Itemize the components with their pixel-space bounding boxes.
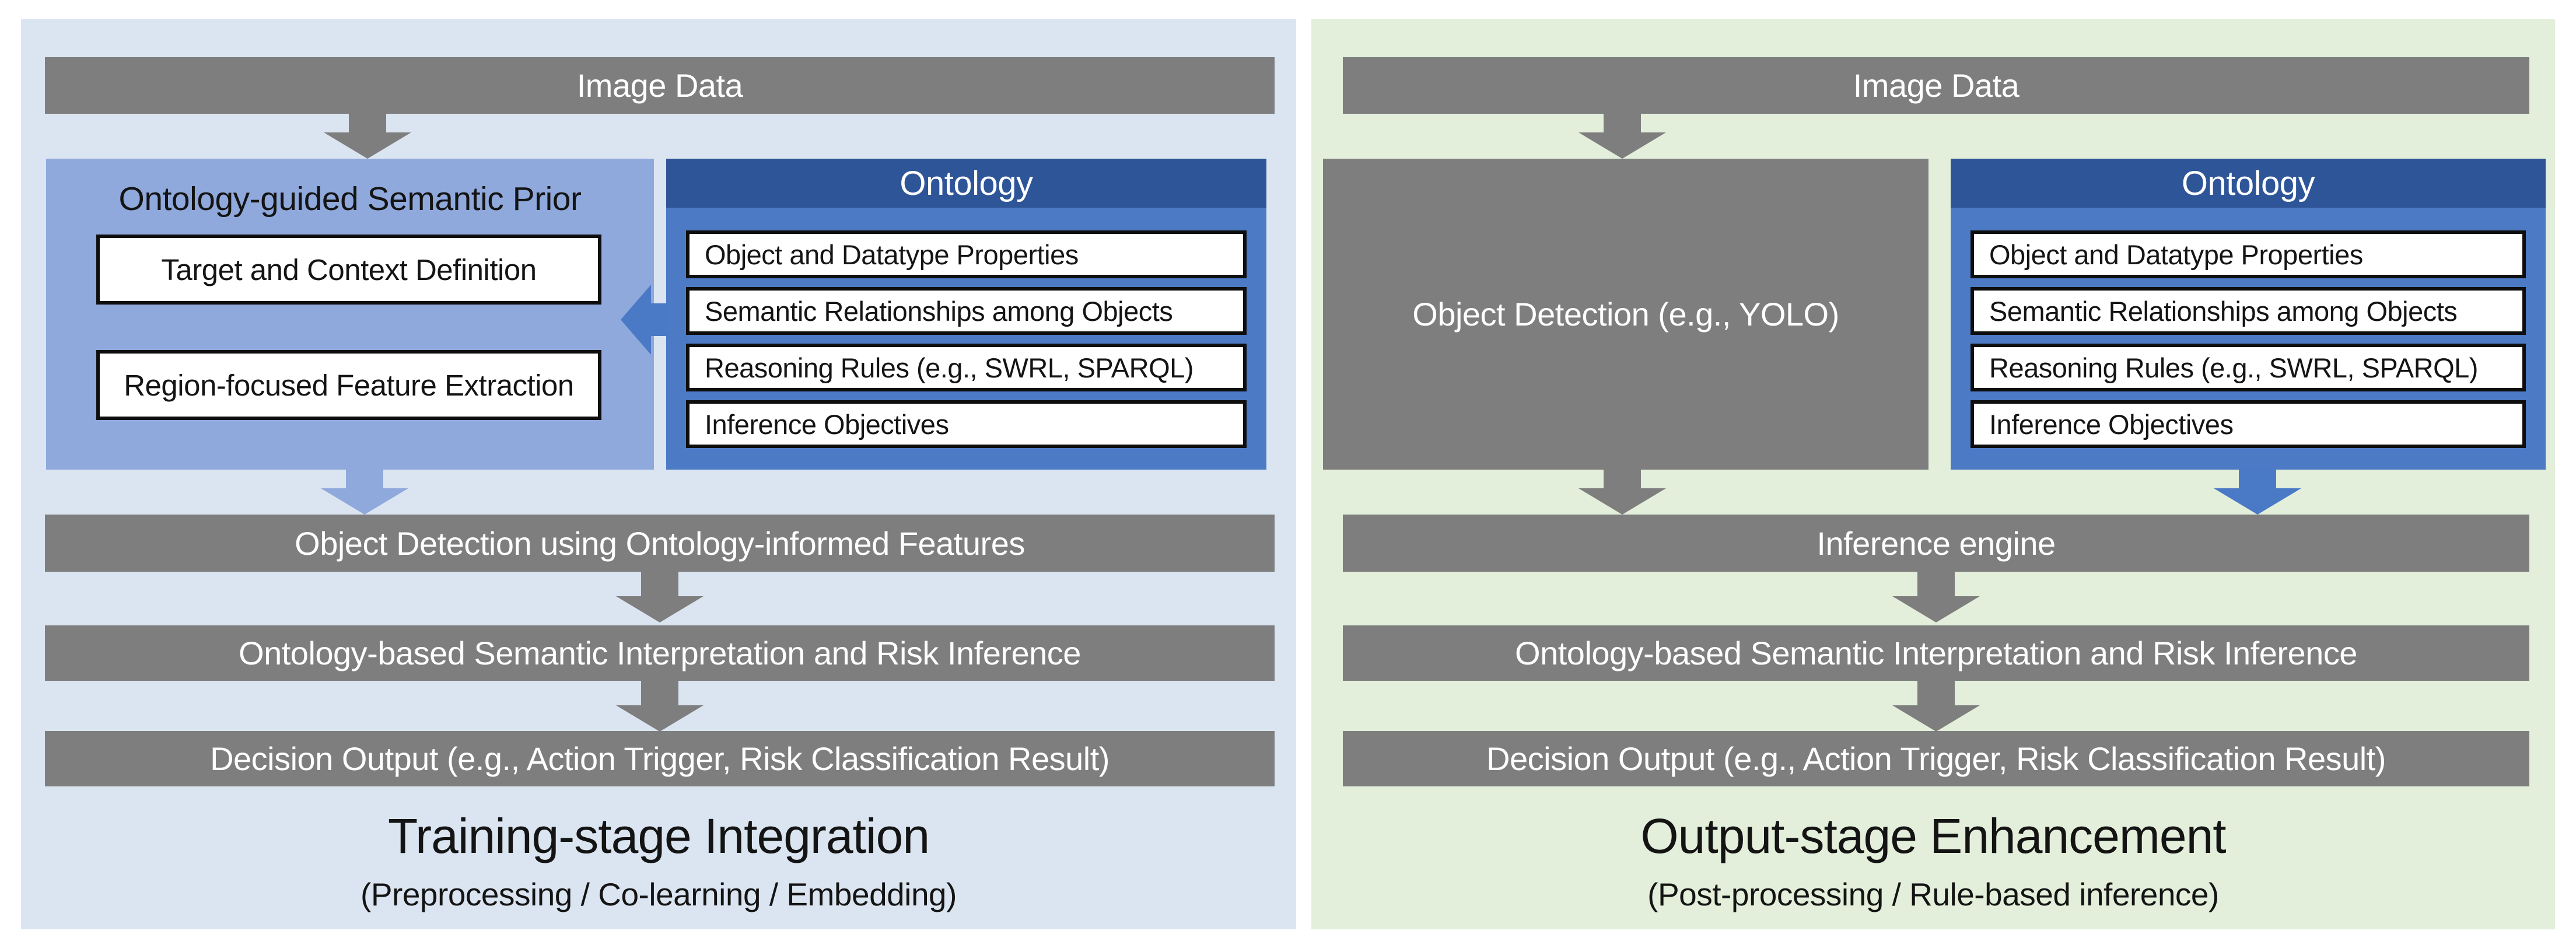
arrow-head xyxy=(321,488,408,515)
arrow-down-icon xyxy=(1892,681,1980,732)
ontology-item-objectives: Inference Objectives xyxy=(1971,400,2526,448)
arrow-shaft xyxy=(651,303,668,336)
image-data-bar: Image Data xyxy=(45,57,1275,114)
inference-engine-bar: Inference engine xyxy=(1343,515,2529,572)
decision-output-bar: Decision Output (e.g., Action Trigger, R… xyxy=(1343,731,2529,786)
ontology-item-relationships: Semantic Relationships among Objects xyxy=(1971,287,2526,335)
object-detection-box: Object Detection (e.g., YOLO) xyxy=(1323,159,1929,470)
region-feature-box: Region-focused Feature Extraction xyxy=(96,350,601,420)
arrow-head xyxy=(324,132,411,159)
arrow-head xyxy=(1578,488,1666,515)
semantic-prior-box: Ontology-guided Semantic Prior Target an… xyxy=(46,159,654,470)
ontology-item-rules: Reasoning Rules (e.g., SWRL, SPARQL) xyxy=(686,344,1247,391)
arrow-head xyxy=(1892,705,1980,732)
ontology-item-rules: Reasoning Rules (e.g., SWRL, SPARQL) xyxy=(1971,344,2526,391)
decision-output-label: Decision Output (e.g., Action Trigger, R… xyxy=(1486,740,2386,777)
ontology-item-properties: Object and Datatype Properties xyxy=(1971,230,2526,278)
arrow-down-blue-light-icon xyxy=(321,470,408,515)
decision-output-bar: Decision Output (e.g., Action Trigger, R… xyxy=(45,731,1275,786)
arrow-shaft xyxy=(641,572,678,596)
panel-subtitle: (Post-processing / Rule-based inference) xyxy=(1647,876,2219,912)
arrow-down-icon xyxy=(324,114,411,159)
arrow-shaft xyxy=(1604,470,1641,488)
arrow-down-icon xyxy=(1578,114,1666,159)
panel-title: Training-stage Integration xyxy=(387,809,930,863)
arrow-shaft xyxy=(1917,681,1955,705)
arrow-shaft xyxy=(1917,572,1955,596)
arrow-shaft xyxy=(349,114,386,132)
object-detection-label: Object Detection (e.g., YOLO) xyxy=(1412,296,1839,333)
arrow-shaft xyxy=(1604,114,1641,132)
semantic-interpretation-label: Ontology-based Semantic Interpretation a… xyxy=(239,635,1081,671)
ontology-item-relationships: Semantic Relationships among Objects xyxy=(686,287,1247,335)
ontology-box: Ontology Object and Datatype Properties … xyxy=(1951,159,2546,470)
ontology-box: Ontology Object and Datatype Properties … xyxy=(666,159,1266,470)
arrow-down-icon xyxy=(1578,470,1666,515)
image-data-bar: Image Data xyxy=(1343,57,2529,114)
ontology-item-properties: Object and Datatype Properties xyxy=(686,230,1247,278)
arrow-head xyxy=(616,596,704,622)
arrow-down-blue-icon xyxy=(2214,470,2301,515)
ontology-header: Ontology xyxy=(1951,159,2546,208)
arrow-head xyxy=(621,285,651,355)
arrow-head xyxy=(1892,596,1980,622)
region-feature-label: Region-focused Feature Extraction xyxy=(124,368,574,402)
arrow-down-icon xyxy=(1892,572,1980,622)
semantic-prior-title: Ontology-guided Semantic Prior xyxy=(118,180,582,218)
arrow-shaft xyxy=(346,470,383,488)
ontology-body: Object and Datatype Properties Semantic … xyxy=(1951,208,2546,470)
object-detection-features-bar: Object Detection using Ontology-informed… xyxy=(45,515,1275,572)
semantic-interpretation-label: Ontology-based Semantic Interpretation a… xyxy=(1515,635,2357,671)
ontology-title: Ontology xyxy=(2181,164,2315,202)
image-data-label: Image Data xyxy=(576,67,743,104)
arrow-head xyxy=(2214,488,2301,515)
arrow-shaft xyxy=(641,681,678,705)
semantic-interpretation-bar: Ontology-based Semantic Interpretation a… xyxy=(45,625,1275,681)
arrow-head xyxy=(616,705,704,732)
training-stage-panel: Image Data Ontology-guided Semantic Prio… xyxy=(21,19,1296,929)
target-context-label: Target and Context Definition xyxy=(161,253,537,286)
output-stage-panel: Image Data Object Detection (e.g., YOLO)… xyxy=(1311,19,2555,929)
image-data-label: Image Data xyxy=(1853,67,2020,104)
ontology-item-objectives: Inference Objectives xyxy=(686,400,1247,448)
target-context-box: Target and Context Definition xyxy=(96,235,601,305)
decision-output-label: Decision Output (e.g., Action Trigger, R… xyxy=(210,740,1110,777)
arrow-shaft xyxy=(2239,470,2276,488)
inference-engine-label: Inference engine xyxy=(1817,524,2056,562)
ontology-title: Ontology xyxy=(900,164,1033,202)
panel-title: Output-stage Enhancement xyxy=(1640,809,2226,863)
arrow-head xyxy=(1578,132,1666,159)
object-detection-features-label: Object Detection using Ontology-informed… xyxy=(295,524,1025,562)
ontology-header: Ontology xyxy=(666,159,1266,208)
panel-subtitle: (Preprocessing / Co-learning / Embedding… xyxy=(360,876,957,912)
arrow-left-icon xyxy=(621,285,668,355)
arrow-down-icon xyxy=(616,572,704,622)
ontology-body: Object and Datatype Properties Semantic … xyxy=(666,208,1266,470)
semantic-interpretation-bar: Ontology-based Semantic Interpretation a… xyxy=(1343,625,2529,681)
arrow-down-icon xyxy=(616,681,704,732)
